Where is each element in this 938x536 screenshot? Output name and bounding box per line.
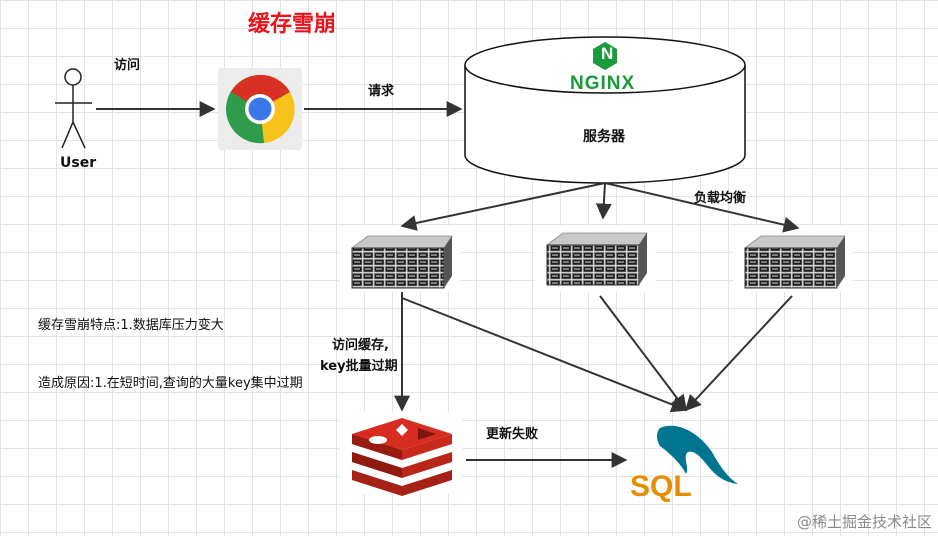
mysql-logo-icon: [657, 425, 738, 484]
sql-logo-text: SQL: [630, 470, 692, 503]
rack-server-1-icon: [340, 226, 460, 292]
edge-label-cache-access-1: 访问缓存,: [332, 338, 389, 353]
server-label: 服务器: [583, 129, 625, 145]
rack-server-2-icon: [535, 226, 655, 292]
note-cause: 造成原因:1.在短时间,查询的大量key集中过期: [38, 376, 303, 391]
watermark: @稀土掘金技术社区: [796, 513, 932, 531]
nginx-logo-icon: [593, 42, 617, 70]
edge-server-rack1: [400, 182, 606, 231]
chrome-icon: [218, 68, 302, 150]
redis-logo-icon: [340, 412, 462, 496]
note-feature: 缓存雪崩特点:1.数据库压力变大: [38, 318, 224, 333]
edge-rack1-mysql: [401, 297, 688, 413]
diagram-title: 缓存雪崩: [248, 12, 337, 37]
edge-server-rack2: [595, 182, 612, 220]
edge-label-visit: 访问: [114, 58, 141, 73]
edge-rack2-mysql: [599, 295, 687, 412]
edge-label-cache-access-2: key批量过期: [320, 359, 398, 374]
edge-label-load-balance: 负载均衡: [694, 191, 747, 206]
user-label: User: [60, 155, 97, 171]
edge-label-update-fail: 更新失败: [486, 427, 539, 442]
rack-server-3-icon: [733, 226, 853, 292]
nginx-logo-letter: N: [601, 44, 614, 63]
nginx-logo-text: NGINX: [570, 73, 636, 94]
user-icon: [55, 68, 92, 149]
edge-rack3-mysql: [684, 295, 793, 412]
edge-server-rack3: [604, 182, 800, 233]
edge-label-request: 请求: [368, 84, 395, 99]
